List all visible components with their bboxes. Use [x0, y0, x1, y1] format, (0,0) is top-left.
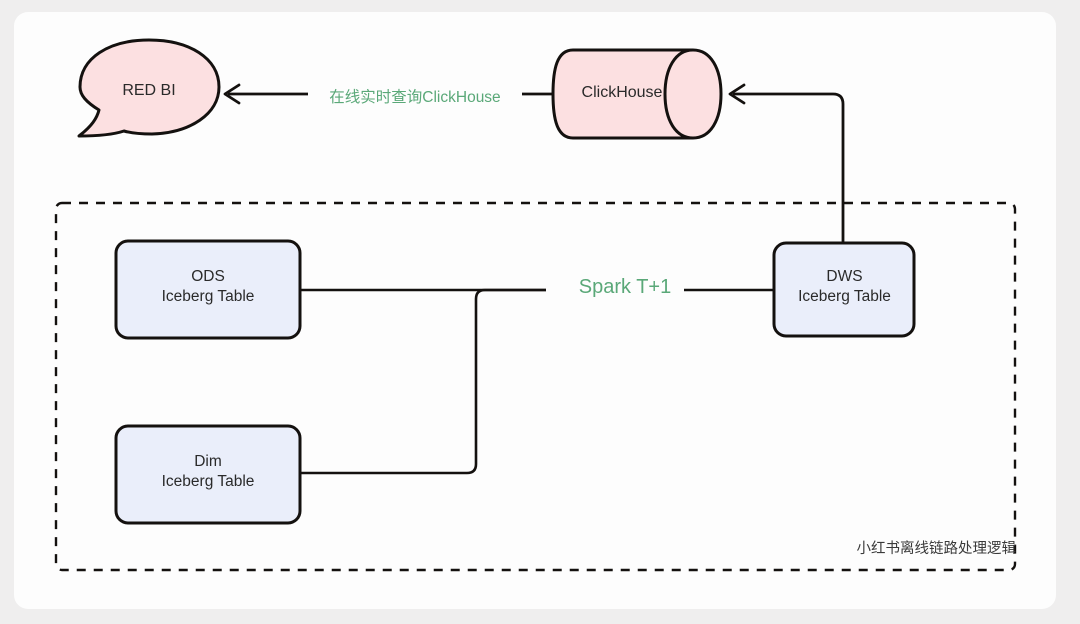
- node-ods[interactable]: [114, 239, 302, 340]
- arrowhead-into-clickhouse: [728, 83, 746, 105]
- edge-dws-to-clickhouse: [733, 92, 845, 243]
- node-label-red-bi: RED BI: [122, 82, 176, 99]
- clickhouse-cylinder-body: [551, 48, 723, 140]
- node-dws[interactable]: [772, 241, 916, 338]
- red-bi-bubble-shape: [77, 38, 221, 138]
- edge-label-online-realtime-query: 在线实时查询ClickHouse: [329, 89, 501, 106]
- offline-group-caption: 小红书离线链路处理逻辑: [856, 541, 1017, 557]
- dim-box-shape: [114, 424, 302, 525]
- edge-label-spark-t-plus-1: Spark T+1: [578, 276, 672, 298]
- node-clickhouse[interactable]: [551, 48, 723, 140]
- dws-box-shape: [772, 241, 916, 338]
- node-red-bi[interactable]: [77, 38, 221, 138]
- ods-box-shape: [114, 239, 302, 340]
- node-label-clickhouse: ClickHouse: [581, 84, 663, 101]
- clickhouse-cylinder-cap: [663, 48, 694, 140]
- offline-group-container: [54, 201, 1017, 572]
- edge-dim-to-junction: [300, 288, 546, 475]
- node-dim[interactable]: [114, 424, 302, 525]
- arrowhead-into-redbi: [223, 83, 241, 105]
